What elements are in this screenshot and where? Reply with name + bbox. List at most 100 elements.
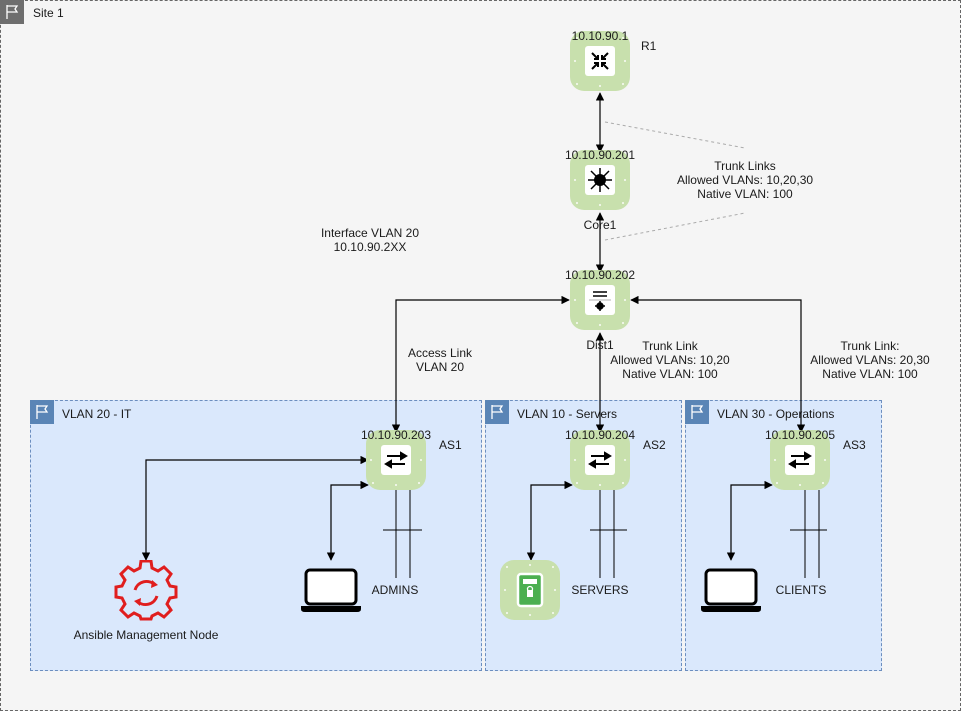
node-dot xyxy=(622,276,624,278)
link-as2-server xyxy=(526,480,573,561)
node-dot xyxy=(774,459,776,461)
as3-ip: 10.10.90.205 xyxy=(764,428,836,442)
dist1-name: Dist1 xyxy=(586,338,614,352)
r1-ip: 10.10.90.1 xyxy=(571,29,629,43)
node-dot xyxy=(599,484,601,486)
site-flag-icon xyxy=(0,0,24,24)
r1-name: R1 xyxy=(641,39,657,53)
node-dot xyxy=(799,484,801,486)
admins-label: ADMINS xyxy=(371,583,419,597)
laptop-icon xyxy=(701,568,761,612)
laptop-icon xyxy=(301,568,361,612)
node-dot xyxy=(622,156,624,158)
node-dot xyxy=(599,154,601,156)
node-dot xyxy=(622,482,624,484)
gear-sync-icon xyxy=(114,559,178,621)
node-dot xyxy=(552,566,554,568)
ansible-label: Ansible Management Node xyxy=(73,628,219,642)
admin-laptop[interactable] xyxy=(301,566,361,612)
node-dot xyxy=(622,322,624,324)
node-dot xyxy=(824,459,826,461)
router-icon xyxy=(585,46,615,76)
link-dist1-as3 xyxy=(630,295,806,433)
core1-name: Core1 xyxy=(583,218,617,232)
node-dot xyxy=(418,436,420,438)
as3-name: AS3 xyxy=(843,438,866,452)
core-switch-icon xyxy=(585,165,615,195)
node-dot xyxy=(370,459,372,461)
node-dot xyxy=(622,202,624,204)
access-switch-icon xyxy=(585,445,615,475)
callout-trunk-upper xyxy=(604,121,746,149)
trunk-core-annotation: Trunk Links Allowed VLANs: 10,20,30 Nati… xyxy=(676,159,814,201)
node-dot xyxy=(552,612,554,614)
access-link-annotation: Access Link VLAN 20 xyxy=(407,346,473,374)
as2-switch[interactable] xyxy=(570,430,630,490)
node-dot xyxy=(624,60,626,62)
server-icon xyxy=(516,572,544,608)
node-dot xyxy=(372,436,374,438)
node-dot xyxy=(576,482,578,484)
clients-label: CLIENTS xyxy=(775,583,827,597)
link-as1-admin-laptop xyxy=(326,480,369,561)
site-title: Site 1 xyxy=(33,6,64,20)
node-dot xyxy=(624,179,626,181)
node-dot xyxy=(418,482,420,484)
node-dot xyxy=(622,37,624,39)
dist1-ip: 10.10.90.202 xyxy=(564,268,636,282)
node-dot xyxy=(622,83,624,85)
node-dot xyxy=(776,436,778,438)
trunk-as2-annotation: Trunk Link Allowed VLANs: 10,20 Native V… xyxy=(610,339,730,381)
server-node[interactable] xyxy=(500,560,560,620)
client-laptop[interactable] xyxy=(701,566,761,612)
vlan20-flag-icon xyxy=(30,400,54,424)
access-switch-icon xyxy=(785,445,815,475)
node-dot xyxy=(504,589,506,591)
node-dot xyxy=(599,85,601,87)
r1-router[interactable] xyxy=(570,31,630,91)
node-dot xyxy=(576,436,578,438)
node-dot xyxy=(506,566,508,568)
as1-name: AS1 xyxy=(439,438,462,452)
node-dot xyxy=(372,482,374,484)
node-dot xyxy=(554,589,556,591)
node-dot xyxy=(776,482,778,484)
node-dot xyxy=(822,482,824,484)
node-dot xyxy=(599,204,601,206)
node-dot xyxy=(395,434,397,436)
node-dot xyxy=(599,274,601,276)
link-as1-ansible xyxy=(141,455,369,561)
as2-name: AS2 xyxy=(643,438,666,452)
core1-ip: 10.10.90.201 xyxy=(564,148,636,162)
node-dot xyxy=(799,434,801,436)
node-dot xyxy=(576,202,578,204)
ansible-node[interactable] xyxy=(114,559,178,624)
node-dot xyxy=(576,322,578,324)
core1-switch[interactable] xyxy=(570,150,630,210)
node-dot xyxy=(529,564,531,566)
dist1-switch[interactable] xyxy=(570,270,630,330)
distribution-switch-icon xyxy=(585,285,615,315)
vlan20-title: VLAN 20 - IT xyxy=(62,407,132,421)
node-dot xyxy=(624,299,626,301)
as1-ip: 10.10.90.203 xyxy=(360,428,432,442)
node-dot xyxy=(622,436,624,438)
node-dot xyxy=(599,324,601,326)
servers-label: SERVERS xyxy=(571,583,629,597)
node-dot xyxy=(574,299,576,301)
node-dot xyxy=(576,276,578,278)
node-dot xyxy=(822,436,824,438)
link-dist1-as1 xyxy=(391,295,570,433)
access-switch-icon xyxy=(381,445,411,475)
node-dot xyxy=(599,434,601,436)
as2-ip: 10.10.90.204 xyxy=(564,428,636,442)
node-dot xyxy=(624,459,626,461)
interface-vlan-annotation: Interface VLAN 20 10.10.90.2XX xyxy=(320,226,420,254)
as3-switch[interactable] xyxy=(770,430,830,490)
as1-switch[interactable] xyxy=(366,430,426,490)
link-as3-client-laptop xyxy=(726,480,773,561)
node-dot xyxy=(506,612,508,614)
node-dot xyxy=(574,60,576,62)
node-dot xyxy=(574,179,576,181)
